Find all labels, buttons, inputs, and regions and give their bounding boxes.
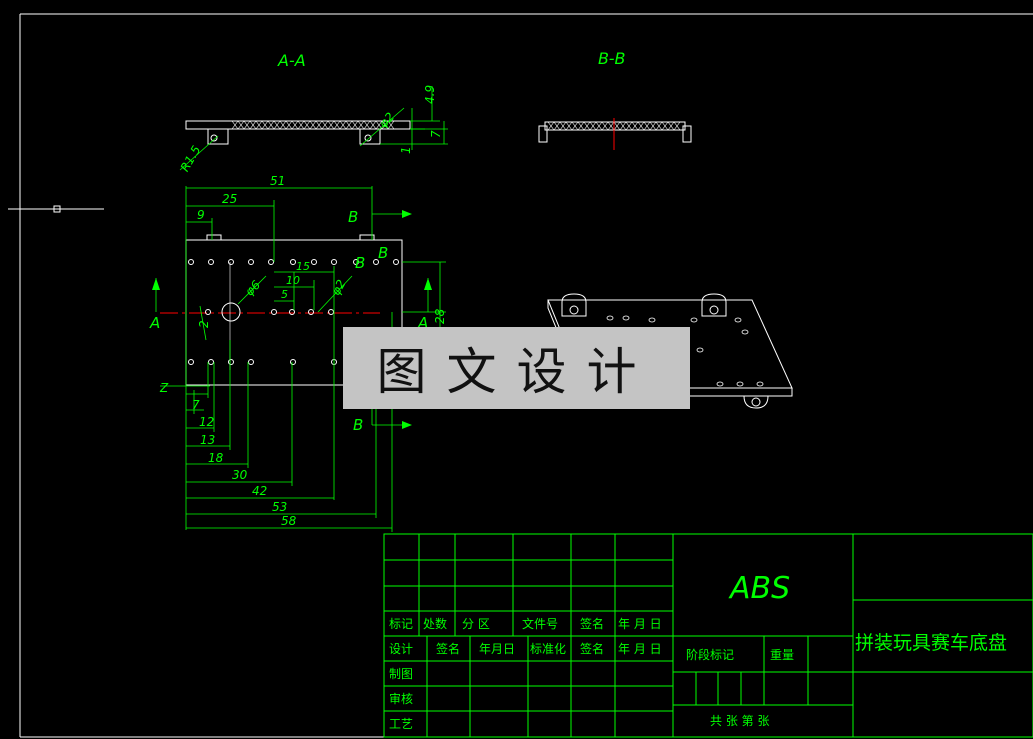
dim-25: 25	[222, 192, 237, 206]
cell-zone: 分 区	[462, 617, 490, 631]
label-a-left: A	[149, 314, 160, 332]
cell-date2: 年月日	[479, 642, 515, 656]
label-z: Z	[159, 381, 169, 395]
dim-7-plan: 7	[192, 398, 200, 412]
dim-58: 58	[281, 514, 297, 528]
dim-4-9: 4.9	[423, 85, 437, 104]
label-b-mid2: B	[378, 244, 388, 262]
dim-phi6: φ6	[242, 277, 263, 298]
cell-sign1: 签名	[580, 616, 604, 631]
dim-15: 15	[296, 260, 310, 273]
cell-standard: 标准化	[530, 642, 566, 656]
dim-phi2-plan: φ2	[329, 277, 349, 297]
cell-mark: 标记	[389, 617, 413, 631]
section-a-a-view[interactable]: A-A R1.5 φ2 4.9 7 1	[178, 51, 448, 174]
dim-2: 2	[197, 320, 211, 328]
drawing-name: 拼装玩具赛车底盘	[855, 632, 1007, 654]
cell-check: 审核	[389, 691, 413, 706]
plan-view[interactable]: 51 25 9 15 10 5 φ6 φ2 28 2 7 12 13 18 30…	[149, 174, 447, 532]
dim-53: 53	[272, 500, 287, 514]
dim-51: 51	[270, 174, 285, 188]
cell-design: 设计	[389, 642, 413, 656]
cell-weight: 重量	[770, 648, 794, 662]
label-b-bottom: B	[353, 416, 363, 434]
dim-28: 28	[433, 308, 447, 324]
label-a-right: A	[417, 314, 428, 332]
dim-r15: R1.5	[178, 143, 204, 174]
dim-42: 42	[252, 484, 267, 498]
title-block-text: ABS 拼装玩具赛车底盘 标记 处数 分 区 文件号 签名 年 月 日 设计 签…	[389, 571, 1007, 731]
label-b-top: B	[348, 208, 358, 226]
section-b-b-title: B-B	[598, 49, 625, 68]
cell-date3: 年 月 日	[618, 642, 662, 656]
dim-7: 7	[429, 130, 443, 138]
dim-30: 30	[232, 468, 248, 482]
cell-stage: 阶段标记	[686, 647, 734, 662]
section-a-a-title: A-A	[277, 51, 306, 70]
cell-sheets: 共 张 第 张	[710, 714, 769, 728]
watermark-overlay: 图文设计	[343, 327, 690, 409]
watermark-text: 图文设计	[376, 343, 657, 401]
dim-9: 9	[197, 208, 205, 222]
dim-phi2-section: φ2	[376, 110, 397, 131]
dim-1: 1	[399, 146, 413, 154]
cell-docno: 文件号	[522, 616, 558, 631]
dim-5: 5	[281, 288, 288, 301]
dim-10: 10	[286, 274, 300, 287]
title-block[interactable]	[383, 533, 1033, 738]
cell-draw: 制图	[389, 667, 413, 681]
label-b-mid1: B	[355, 254, 365, 272]
dim-12: 12	[199, 415, 214, 429]
cell-sign2: 签名	[436, 641, 460, 656]
cell-process: 工艺	[389, 717, 413, 731]
cell-sign3: 签名	[580, 641, 604, 656]
dim-18: 18	[208, 451, 224, 465]
crosshair-cursor[interactable]	[8, 205, 104, 213]
dim-13: 13	[200, 433, 215, 447]
cell-count: 处数	[423, 616, 447, 631]
cell-date1: 年 月 日	[618, 617, 662, 631]
material-label: ABS	[728, 571, 790, 606]
section-b-b-view[interactable]: B-B	[538, 49, 692, 150]
